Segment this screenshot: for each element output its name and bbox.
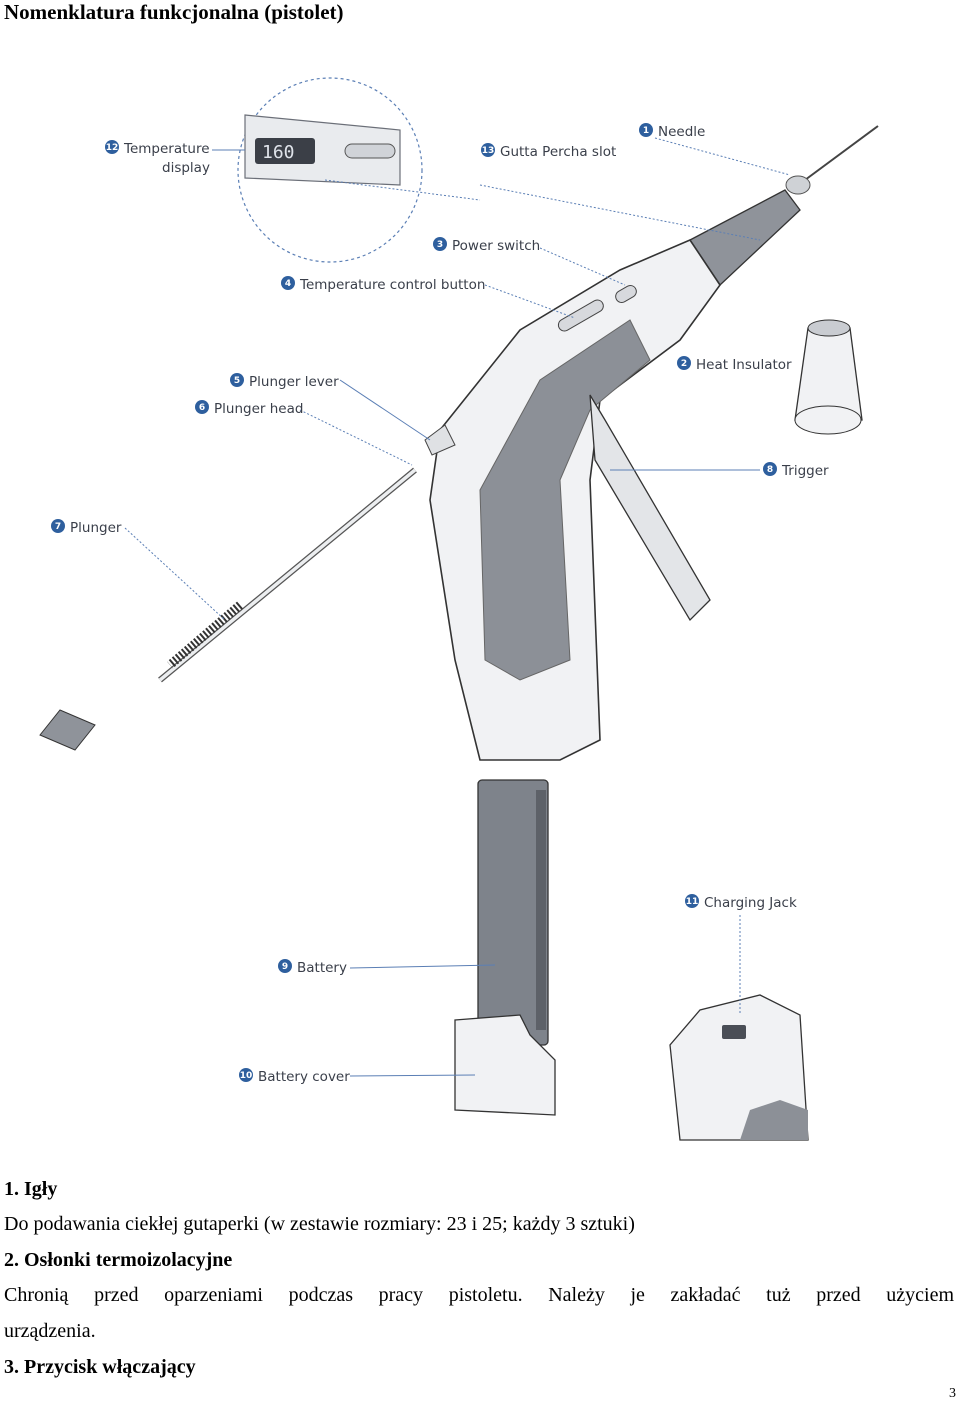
label-battery: 9 Battery: [278, 959, 347, 976]
label-trigger: 8 Trigger: [763, 462, 829, 479]
trigger: [589, 394, 711, 622]
svg-text:Battery: Battery: [297, 960, 347, 976]
charger: [669, 994, 809, 1141]
page-number: 3: [949, 1386, 956, 1401]
label-needle: 1 Needle: [639, 123, 705, 140]
device-diagram: 160: [0, 60, 960, 1150]
svg-text:Trigger: Trigger: [781, 463, 829, 479]
label-power-switch: 3 Power switch: [433, 237, 540, 254]
label-plunger-lever: 5 Plunger lever: [230, 373, 339, 390]
svg-text:2: 2: [681, 359, 687, 369]
label-plunger-head: 6 Plunger head: [195, 400, 303, 417]
gun-body: [424, 189, 801, 761]
svg-text:Power switch: Power switch: [452, 238, 540, 254]
svg-text:Temperature control button: Temperature control button: [299, 277, 485, 293]
svg-text:11: 11: [686, 897, 699, 907]
svg-text:7: 7: [55, 522, 61, 532]
svg-text:13: 13: [482, 146, 495, 156]
label-temperature-display: 12 Temperature display: [105, 140, 210, 176]
label-battery-cover: 10 Battery cover: [239, 1068, 350, 1085]
needle: [804, 125, 879, 181]
svg-text:3: 3: [437, 240, 443, 250]
svg-text:Gutta Percha slot: Gutta Percha slot: [500, 144, 616, 160]
label-heat-insulator: 2 Heat Insulator: [677, 356, 792, 373]
battery: [454, 779, 556, 1116]
svg-text:8: 8: [767, 465, 773, 475]
svg-text:9: 9: [282, 962, 288, 972]
svg-text:Plunger lever: Plunger lever: [249, 374, 339, 390]
label-charging-jack: 11 Charging Jack: [685, 894, 797, 911]
svg-text:Plunger head: Plunger head: [214, 401, 303, 417]
label-gutta-percha-slot: 13 Gutta Percha slot: [481, 143, 616, 160]
section-3-heading: 3. Przycisk włączający: [4, 1356, 196, 1378]
svg-text:6: 6: [199, 403, 205, 413]
svg-text:Battery cover: Battery cover: [258, 1069, 350, 1085]
svg-text:4: 4: [285, 279, 291, 289]
section-2-body-line2: urządzenia.: [4, 1320, 96, 1342]
svg-text:Heat Insulator: Heat Insulator: [696, 357, 792, 373]
svg-text:Needle: Needle: [658, 124, 705, 140]
svg-text:12: 12: [106, 143, 119, 153]
svg-text:10: 10: [240, 1071, 253, 1081]
heat-insulator: [794, 319, 863, 435]
svg-text:5: 5: [234, 376, 240, 386]
plunger: [39, 467, 417, 751]
label-plunger: 7 Plunger: [51, 519, 122, 536]
label-temperature-control-button: 4 Temperature control button: [281, 276, 485, 293]
svg-text:Plunger: Plunger: [70, 520, 122, 536]
zoom-circle: [237, 77, 423, 263]
section-1-heading: 1. Igły: [4, 1178, 58, 1200]
display-closeup: 160: [244, 114, 401, 186]
section-1-body: Do podawania ciekłej gutaperki (w zestaw…: [4, 1213, 635, 1235]
svg-text:display: display: [162, 160, 210, 176]
display-value: 160: [262, 142, 295, 163]
svg-text:Charging Jack: Charging Jack: [704, 895, 797, 911]
section-2-body-line1: Chronią przed oparzeniami podczas pracy …: [4, 1284, 954, 1306]
page-title: Nomenklatura funkcjonalna (pistolet): [4, 0, 344, 24]
svg-text:Temperature: Temperature: [123, 141, 210, 157]
svg-text:1: 1: [643, 126, 649, 136]
section-2-heading: 2. Osłonki termoizolacyjne: [4, 1249, 233, 1271]
